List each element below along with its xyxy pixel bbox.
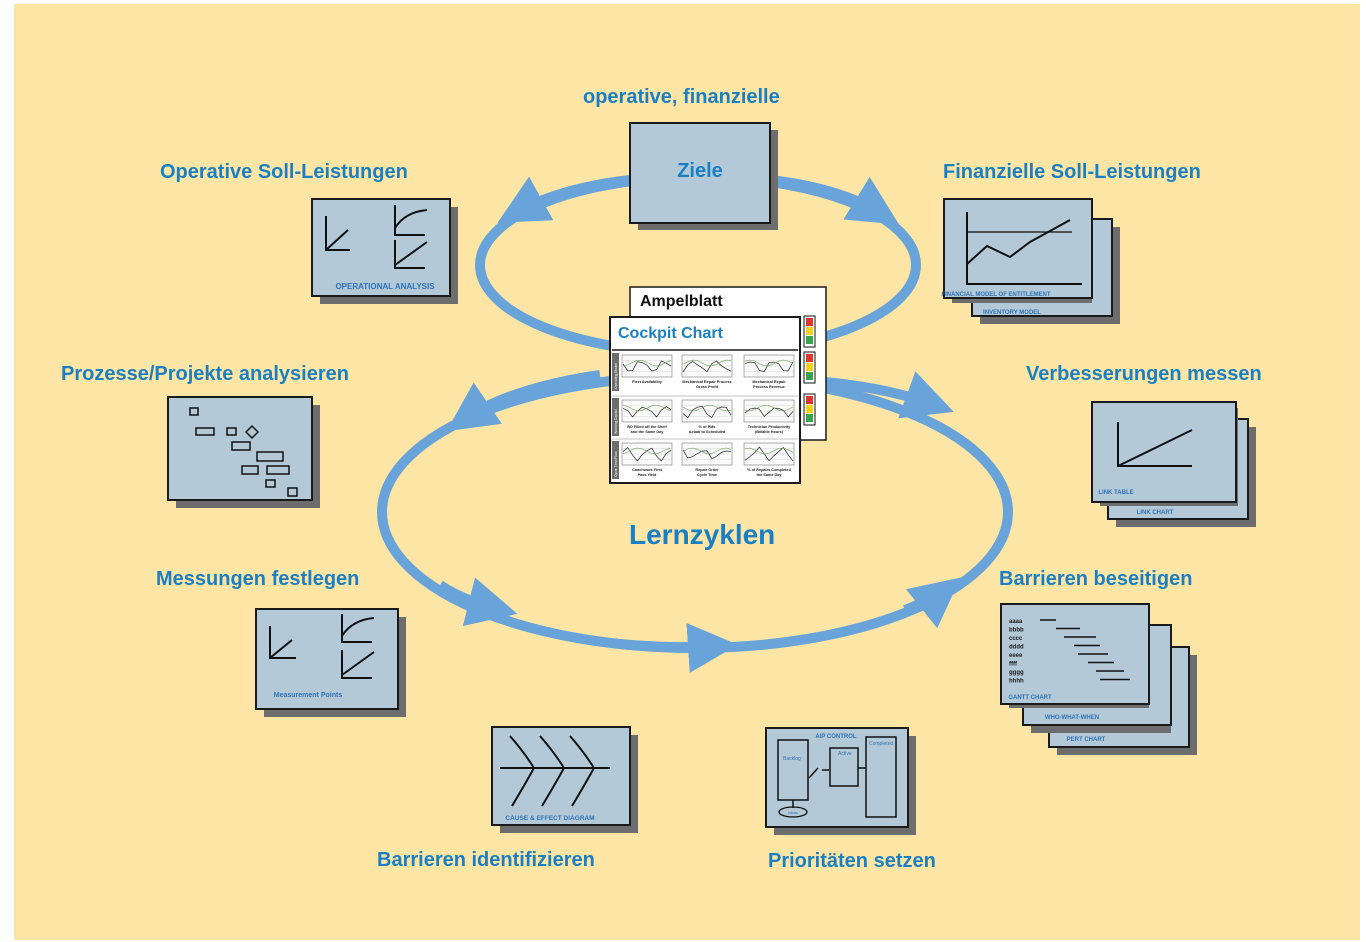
label-messungen: Messungen festlegen [156,568,360,590]
label-operative-soll: Operative Soll-Leistungen [160,161,408,183]
label-prioritaeten: Prioritäten setzen [768,850,936,872]
ziele-top-label: operative, finanzielle [583,86,780,108]
label-finanzielle-soll: Finanzielle Soll-Leistungen [943,161,1201,183]
label-barrieren-identifizieren: Barrieren identifizieren [377,849,595,871]
label-prozesse: Prozesse/Projekte analysieren [61,363,349,385]
label-barrieren-beseitigen: Barrieren beseitigen [999,568,1193,590]
diagram-background [14,4,1360,940]
label-verbesserungen: Verbesserungen messen [1026,363,1262,385]
center-label-lernzyklen: Lernzyklen [629,519,776,550]
